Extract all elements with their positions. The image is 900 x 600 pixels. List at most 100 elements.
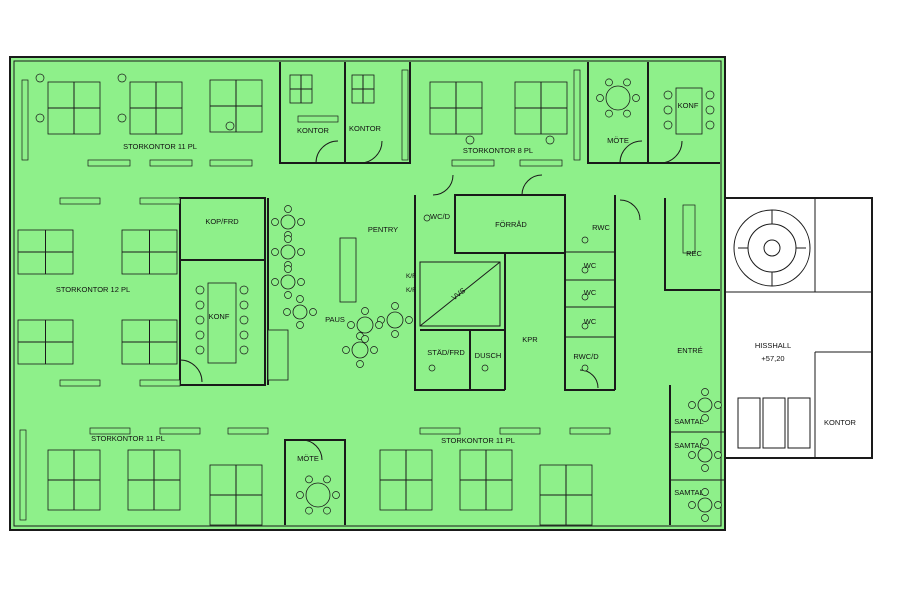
chair: [305, 475, 313, 484]
label-kontor-hall: KONTOR: [824, 418, 857, 427]
chair: [423, 214, 431, 222]
label-rwc-top: RWC: [592, 223, 610, 232]
round-table: [697, 447, 713, 463]
exterior-walls: [9, 56, 873, 531]
storage-cabinet: [519, 159, 563, 167]
chair: [239, 285, 249, 295]
label-kop-frd: KOP/FRD: [205, 217, 239, 226]
chair: [297, 218, 305, 226]
chair: [688, 451, 696, 459]
label-konf-top: KONF: [678, 101, 699, 110]
chair: [605, 109, 613, 118]
label-wc-2: WC: [584, 288, 597, 297]
chair: [701, 414, 709, 422]
chair: [239, 345, 249, 355]
label-storkontor-top-right: STORKONTOR 8 PL: [463, 146, 533, 155]
chair: [481, 364, 489, 372]
label-rec: REC: [686, 249, 702, 258]
chair: [195, 330, 205, 340]
label-stad-frd: STÄD/FRD: [427, 348, 465, 357]
label-wc-1: WC: [584, 261, 597, 270]
chair: [663, 105, 673, 115]
storage-cabinet: [451, 159, 495, 167]
round-table: [356, 316, 374, 334]
chair: [323, 475, 331, 484]
chair: [688, 501, 696, 509]
label-samtal-3: SAMTAL: [674, 488, 703, 497]
storage-cabinet: [419, 427, 461, 435]
label-forrad: FÖRRÅD: [495, 220, 527, 229]
chair: [370, 346, 378, 354]
chair: [271, 248, 279, 256]
chair: [195, 285, 205, 295]
chair: [701, 514, 709, 522]
label-hisshall: HISSHALL: [755, 341, 791, 350]
label-samtal-1: SAMTAL: [674, 417, 703, 426]
label-kontor-2: KONTOR: [349, 124, 382, 133]
chair: [271, 218, 279, 226]
furniture: [17, 69, 722, 526]
chair: [305, 506, 313, 515]
chair: [284, 205, 292, 213]
label-konf-mid: KONF: [209, 312, 230, 321]
chair: [225, 121, 235, 131]
label-rwc-d: RWC/D: [573, 352, 599, 361]
sofa: [267, 329, 289, 381]
chair: [705, 120, 715, 130]
chair: [581, 266, 589, 274]
label-storkontor-12: STORKONTOR 12 PL: [56, 285, 130, 294]
label-wc-d: WC/D: [430, 212, 451, 221]
chair: [296, 295, 304, 303]
storage-cabinet: [139, 379, 181, 387]
chair: [581, 364, 589, 372]
chair: [391, 330, 399, 338]
chair: [347, 321, 355, 329]
chair: [701, 464, 709, 472]
chair: [35, 113, 45, 123]
storage-cabinet: [401, 69, 409, 161]
chair: [296, 491, 304, 499]
label-dusch: DUSCH: [475, 351, 502, 360]
chair: [596, 94, 604, 102]
chair: [195, 315, 205, 325]
chair: [688, 401, 696, 409]
conference-table: [675, 87, 703, 135]
chair: [663, 120, 673, 130]
chair: [375, 321, 383, 329]
label-mote-bottom: MÖTE: [297, 454, 319, 463]
chair: [405, 316, 413, 324]
chair: [195, 345, 205, 355]
label-wc-3: WC: [584, 317, 597, 326]
chair: [714, 401, 722, 409]
chair: [623, 109, 631, 118]
storage-cabinet: [139, 197, 181, 205]
chair: [239, 300, 249, 310]
chair: [361, 335, 369, 343]
chair: [581, 293, 589, 301]
chair: [342, 346, 350, 354]
label-kf-2: K/F: [406, 287, 416, 294]
chair: [356, 360, 364, 368]
label-kontor-1: KONTOR: [297, 126, 330, 135]
label-level: +57,20: [761, 354, 784, 363]
chair: [391, 302, 399, 310]
label-paus: PAUS: [325, 315, 345, 324]
conference-table: [207, 282, 237, 364]
storage-cabinet: [89, 427, 131, 435]
label-storkontor-bottom-left: STORKONTOR 11 PL: [91, 434, 165, 443]
label-mote-top: MÖTE: [607, 136, 629, 145]
chair: [309, 308, 317, 316]
round-table: [351, 341, 369, 359]
label-storkontor-bottom-right: STORKONTOR 11 PL: [441, 436, 515, 445]
label-kpr: KPR: [522, 335, 538, 344]
elevators: [737, 397, 811, 449]
round-table: [605, 85, 631, 111]
storage-cabinet: [209, 159, 253, 167]
chair: [701, 488, 709, 496]
storage-cabinet: [573, 69, 581, 161]
chair: [284, 291, 292, 299]
chair: [297, 278, 305, 286]
round-table: [305, 482, 331, 508]
chair: [705, 90, 715, 100]
